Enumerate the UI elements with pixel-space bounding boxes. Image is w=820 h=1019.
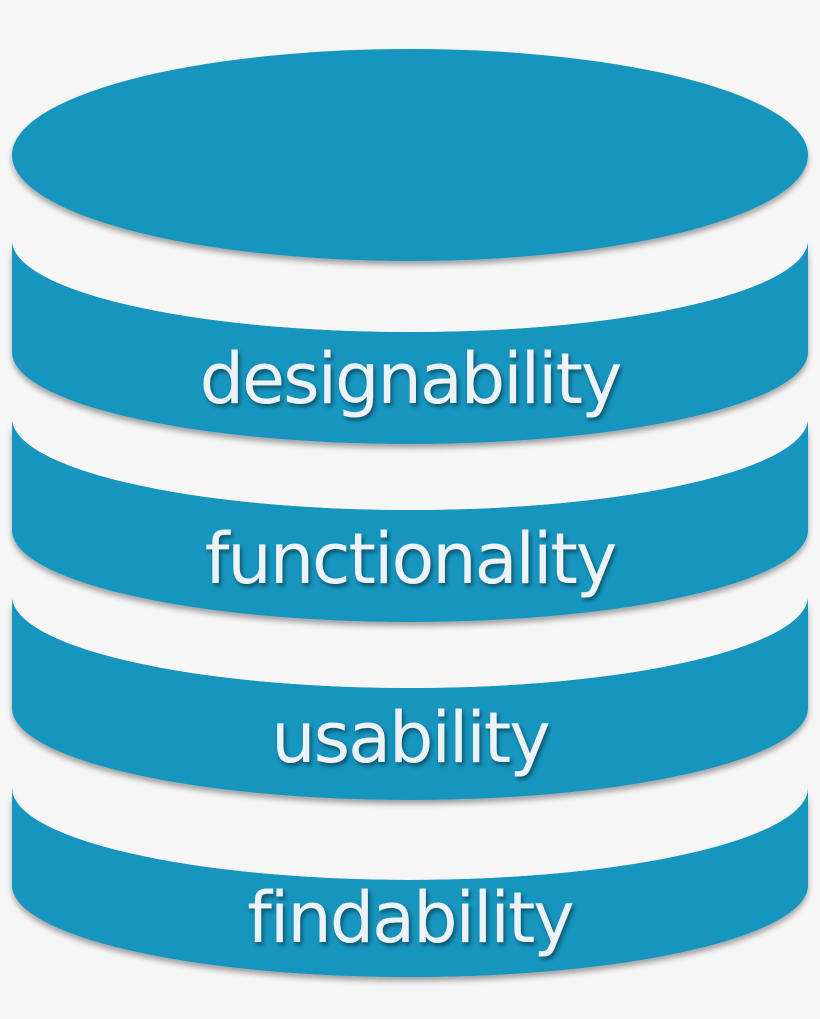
layer-label-0: designability (200, 338, 621, 420)
layer-band-usability (12, 596, 808, 800)
layer-label-3: findability (247, 877, 573, 959)
separator-ring-3 (12, 740, 808, 862)
separator-ring-0 (12, 200, 808, 332)
layer-label-2: usability (271, 697, 549, 779)
separator-ring-1 (12, 380, 808, 510)
layer-band-findability (12, 788, 808, 977)
layer-band-designability (12, 240, 808, 444)
separator-ring-2 (12, 560, 808, 688)
cylinder-top-lid (12, 49, 808, 261)
layer-band-functionality (12, 418, 808, 622)
layer-label-1: functionality (205, 518, 616, 600)
